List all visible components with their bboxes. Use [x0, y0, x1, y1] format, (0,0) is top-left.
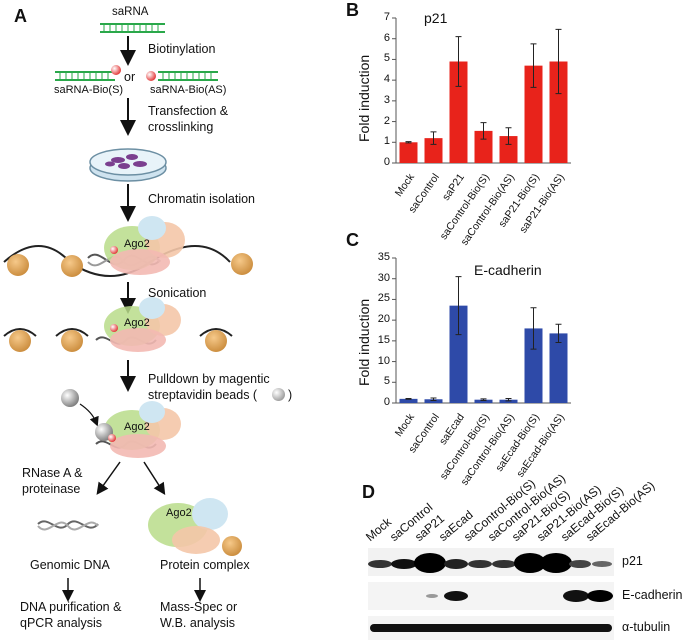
chart-c-error-bar	[405, 397, 412, 400]
protein-complex-icon	[148, 498, 242, 556]
chromatin-isolation-label: Chromatin isolation	[148, 192, 255, 206]
chart-c	[392, 257, 571, 404]
chart-c-error-bar	[430, 397, 437, 402]
chart-b-ytick-label: 0	[383, 156, 390, 168]
chart-b-error-bar	[480, 122, 487, 140]
chart-b-bar	[549, 61, 568, 163]
chart-c-ytick-label: 35	[377, 251, 390, 263]
chart-c-error-bar	[505, 397, 512, 402]
bead-icon	[272, 388, 285, 401]
chart-c-ytick-label: 5	[383, 375, 390, 388]
protein-complex-label: Protein complex	[160, 558, 250, 572]
pulldown-complex-icon	[61, 389, 181, 458]
chart-c-bar	[424, 399, 443, 403]
biotinylation-label: Biotinylation	[148, 42, 216, 56]
blot-label-p21: p21	[622, 554, 643, 568]
chart-b-error-bar	[530, 43, 537, 88]
chart-c-error-bar	[455, 276, 462, 336]
chart-b-bar	[474, 130, 493, 163]
ago2-label-4: Ago2	[166, 507, 192, 519]
chart-b-bar	[449, 61, 468, 163]
pulldown-label-1: Pulldown by magentic	[148, 372, 270, 386]
blot-row-p21	[368, 548, 614, 576]
rnase-label-2: proteinase	[22, 482, 81, 496]
chart-c-bar	[399, 398, 418, 403]
chart-c-axes	[395, 258, 571, 404]
chart-b-ytick-label: 1	[383, 135, 390, 148]
chart-b-ytick-label: 7	[383, 11, 390, 23]
chart-b-bar	[424, 138, 443, 163]
chart-c-error-bar	[555, 323, 562, 344]
petri-dish-icon	[89, 148, 167, 182]
mass-spec-label-2: W.B. analysis	[160, 616, 236, 630]
chart-b-bar	[524, 65, 543, 163]
chart-c-bar	[449, 305, 468, 403]
pulldown-label-2: streptavidin beads (	[148, 388, 258, 402]
chart-b-bar	[399, 142, 418, 163]
arrow-left-icon	[96, 461, 121, 495]
sarna-bio-as-label: saRNA-Bio(AS)	[150, 84, 227, 96]
or-label: or	[124, 70, 136, 84]
chart-c-ytick-label: 20	[377, 313, 390, 326]
chart-b-title: p21	[424, 10, 448, 26]
chart-c-bar	[549, 333, 568, 403]
chart-c-ytick-label: 25	[377, 292, 390, 305]
dna-purification-label-1: DNA purification &	[20, 600, 122, 614]
blot-row-tubulin	[368, 616, 614, 640]
dna-purification-label-2: qPCR analysis	[20, 616, 102, 630]
panel-label-d: D	[362, 482, 375, 502]
panel-label-a: A	[14, 6, 27, 26]
sonication-label: Sonication	[148, 286, 207, 300]
chart-b-error-bar	[455, 36, 462, 87]
panel-label-b: B	[346, 0, 359, 20]
chart-b-error-bar	[430, 131, 437, 145]
arrow-right-icon	[143, 461, 166, 496]
chart-b-ytick-label: 6	[383, 31, 390, 44]
chart-c-title: E-cadherin	[474, 262, 542, 278]
ago2-label-3: Ago2	[124, 421, 150, 433]
genomic-dna-icon	[37, 520, 99, 531]
chart-c-ytick-label: 15	[377, 333, 390, 346]
chart-b	[392, 17, 571, 164]
chart-b-bar	[499, 136, 518, 163]
chart-c-ytick-label: 10	[377, 354, 390, 367]
chart-b-ytick-label: 2	[383, 114, 390, 127]
sarna-bio-as-icon	[146, 71, 218, 81]
chart-c-error-bar	[530, 307, 537, 350]
sarna-bio-s-label: saRNA-Bio(S)	[54, 84, 124, 96]
transfection-label-2: crosslinking	[148, 120, 214, 134]
blot-label-ecadherin: E-cadherin	[622, 588, 683, 602]
panel-label-c: C	[346, 230, 359, 250]
sonicated-chromatin-icon	[3, 297, 233, 352]
chart-c-ytick-label: 0	[383, 396, 390, 408]
genomic-dna-label: Genomic DNA	[30, 558, 110, 572]
blot-label-tubulin: α-tubulin	[622, 620, 671, 634]
chart-b-error-bar	[505, 127, 512, 145]
chart-b-error-bar	[405, 141, 412, 144]
chart-b-ytick-label: 4	[383, 73, 390, 86]
sarna-bio-s-icon	[55, 65, 121, 81]
blot-row-ecadherin	[368, 582, 614, 610]
chart-c-ytick-label: 30	[377, 271, 390, 284]
pulldown-label-3: )	[288, 388, 293, 402]
chart-c-error-bar	[480, 398, 487, 402]
chart-b-error-bar	[555, 28, 562, 95]
chart-b-ytick-label: 3	[383, 93, 390, 106]
ago2-label-1: Ago2	[124, 238, 150, 250]
chart-c-bar	[474, 399, 493, 403]
rnase-label-1: RNase A &	[22, 466, 83, 480]
sarna-duplex-icon	[100, 23, 165, 33]
chromatin-icon	[3, 216, 253, 277]
chart-c-bar	[524, 328, 543, 403]
mass-spec-label-1: Mass-Spec or	[160, 600, 238, 614]
sarna-label: saRNA	[112, 6, 149, 18]
transfection-label-1: Transfection &	[148, 104, 229, 118]
ago2-label-2: Ago2	[124, 317, 150, 329]
chart-b-ytick-label: 5	[383, 52, 390, 65]
